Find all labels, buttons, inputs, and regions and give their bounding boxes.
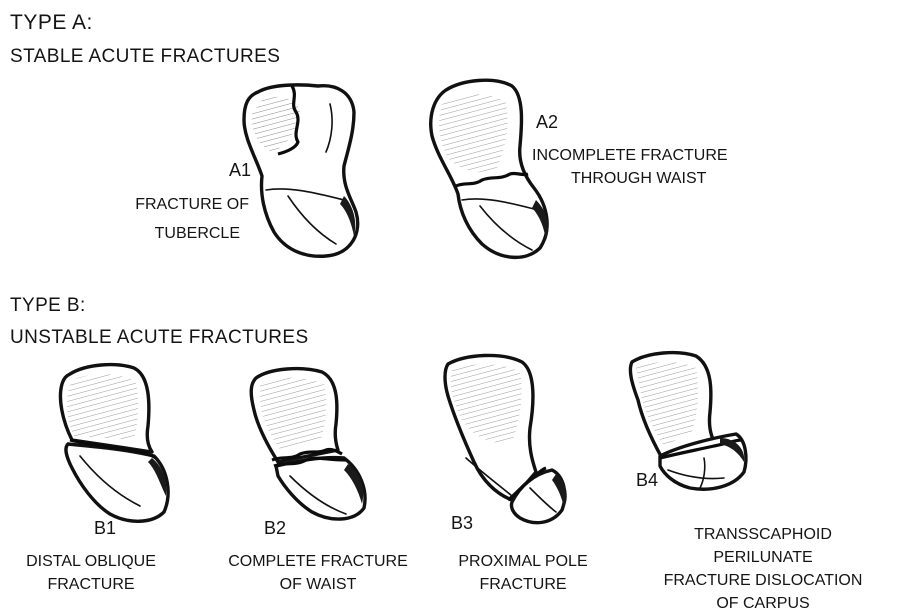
caption-b1-line2: FRACTURE [47,575,134,595]
caption-b2-line2: OF WAIST [280,575,357,595]
label-b3: B3 [451,514,473,532]
bone-b1 [60,365,168,522]
bone-a2 [431,80,549,257]
caption-b3-line2: FRACTURE [479,575,566,595]
label-a2: A2 [536,113,558,131]
caption-b4-line2: PERILUNATE [713,548,812,568]
caption-b3-line1: PROXIMAL POLE [458,552,587,572]
label-b4: B4 [636,471,658,489]
bone-b2 [251,369,365,519]
bone-b3 [445,355,567,522]
bone-a1 [244,85,358,256]
caption-a1-line2: TUBERCLE [155,224,240,244]
caption-b2-line1: COMPLETE FRACTURE [228,552,408,572]
bone-b4 [630,353,746,490]
caption-a2-line2: THROUGH WAIST [571,171,706,187]
caption-b4-line1: TRANSSCAPHOID [694,525,832,545]
caption-b4-line4: OF CARPUS [716,594,809,614]
caption-a2-line1: INCOMPLETE FRACTURE [532,148,728,164]
label-a1: A1 [229,161,251,179]
label-b2: B2 [264,519,286,537]
caption-a1-line1: FRACTURE OF [135,195,249,215]
label-b1: B1 [94,519,116,537]
caption-b1-line1: DISTAL OBLIQUE [26,552,156,572]
caption-b4-line3: FRACTURE DISLOCATION [664,571,863,591]
